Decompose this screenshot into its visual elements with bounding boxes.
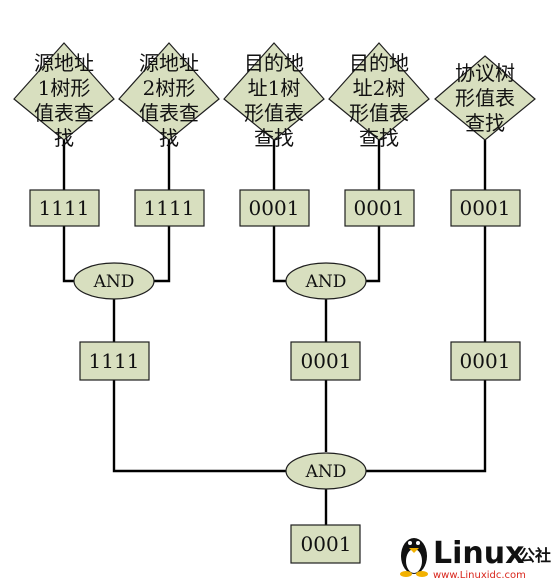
level1-result-box-2: 1111: [134, 189, 205, 227]
level2-result-2-value: 0001: [301, 349, 352, 373]
lookup-2-line-1: 源地址: [139, 51, 199, 75]
connectors: [62, 140, 487, 525]
final-result-value: 0001: [301, 532, 352, 556]
lookup-1-line-2: 1树形: [38, 76, 91, 100]
level2-result-box-2: 0001: [290, 341, 361, 381]
wire-box4-to-and2: [366, 226, 381, 283]
lookup-2-line-4: 找: [159, 126, 179, 150]
and-node-final: AND: [285, 452, 367, 490]
watermark-logo: Linux 公社 www.Linuxidc.com: [400, 536, 551, 581]
level1-result-box-5: 0001: [450, 189, 521, 227]
and-node-final-label: AND: [305, 462, 347, 482]
lookup-5-line-3: 查找: [465, 111, 505, 135]
lookup-4-line-3: 形值表: [349, 101, 409, 125]
wire-result3-to-and3: [366, 380, 487, 473]
level1-result-box-1: 1111: [29, 189, 100, 227]
lookup-5-line-2: 形值表: [455, 86, 515, 110]
level1-result-box-4: 0001: [344, 189, 415, 227]
lookup-3-line-3: 形值表: [244, 101, 304, 125]
and-node-2: AND: [285, 262, 367, 300]
level2-result-1-value: 1111: [89, 349, 140, 373]
and-node-1: AND: [73, 262, 155, 300]
final-result-box: 0001: [290, 524, 361, 564]
wire-box1-to-and1: [62, 226, 74, 283]
penguin-icon: [400, 538, 428, 577]
lookup-3-line-2: 址1树: [248, 76, 301, 100]
lookup-2-line-3: 值表查: [139, 101, 199, 125]
lookup-diamond-3: 目的地 址1树 形值表 查找: [223, 42, 325, 150]
watermark-brand: Linux: [433, 536, 524, 571]
lookup-1-line-3: 值表查: [34, 101, 94, 125]
lookup-diamond-4: 目的地 址2树 形值表 查找: [328, 42, 430, 150]
level1-result-2-value: 1111: [144, 196, 195, 220]
and-node-2-label: AND: [305, 272, 347, 292]
wire-box3-to-and2: [272, 226, 287, 283]
level1-result-4-value: 0001: [354, 196, 405, 220]
wire-box2-to-and1: [154, 226, 171, 283]
level1-result-5-value: 0001: [460, 196, 511, 220]
lookup-1-line-1: 源地址: [34, 51, 94, 75]
level2-result-box-3: 0001: [450, 341, 521, 381]
lookup-4-line-1: 目的地: [349, 51, 409, 75]
level1-result-box-3: 0001: [239, 189, 310, 227]
lookup-1-line-4: 找: [54, 126, 74, 150]
lookup-3-line-4: 查找: [254, 126, 294, 150]
level1-result-1-value: 1111: [39, 196, 90, 220]
level2-result-3-value: 0001: [460, 349, 511, 373]
watermark-url: www.Linuxidc.com: [433, 570, 526, 581]
wire-result1-to-and3: [112, 380, 287, 473]
lookup-4-line-2: 址2树: [353, 76, 406, 100]
lookup-5-line-1: 协议树: [455, 61, 515, 85]
lookup-4-line-4: 查找: [359, 126, 399, 150]
level2-result-box-1: 1111: [79, 341, 150, 381]
level1-result-3-value: 0001: [249, 196, 300, 220]
lookup-diamond-1: 源地址 1树形 值表查 找: [13, 42, 115, 150]
lookup-2-line-2: 2树形: [143, 76, 196, 100]
lookup-3-line-1: 目的地: [244, 51, 304, 75]
and-node-1-label: AND: [93, 272, 135, 292]
lookup-diamond-5: 协议树 形值表 查找: [434, 55, 536, 141]
lookup-diamond-2: 源地址 2树形 值表查 找: [118, 42, 220, 150]
watermark-suffix: 公社: [519, 546, 551, 565]
